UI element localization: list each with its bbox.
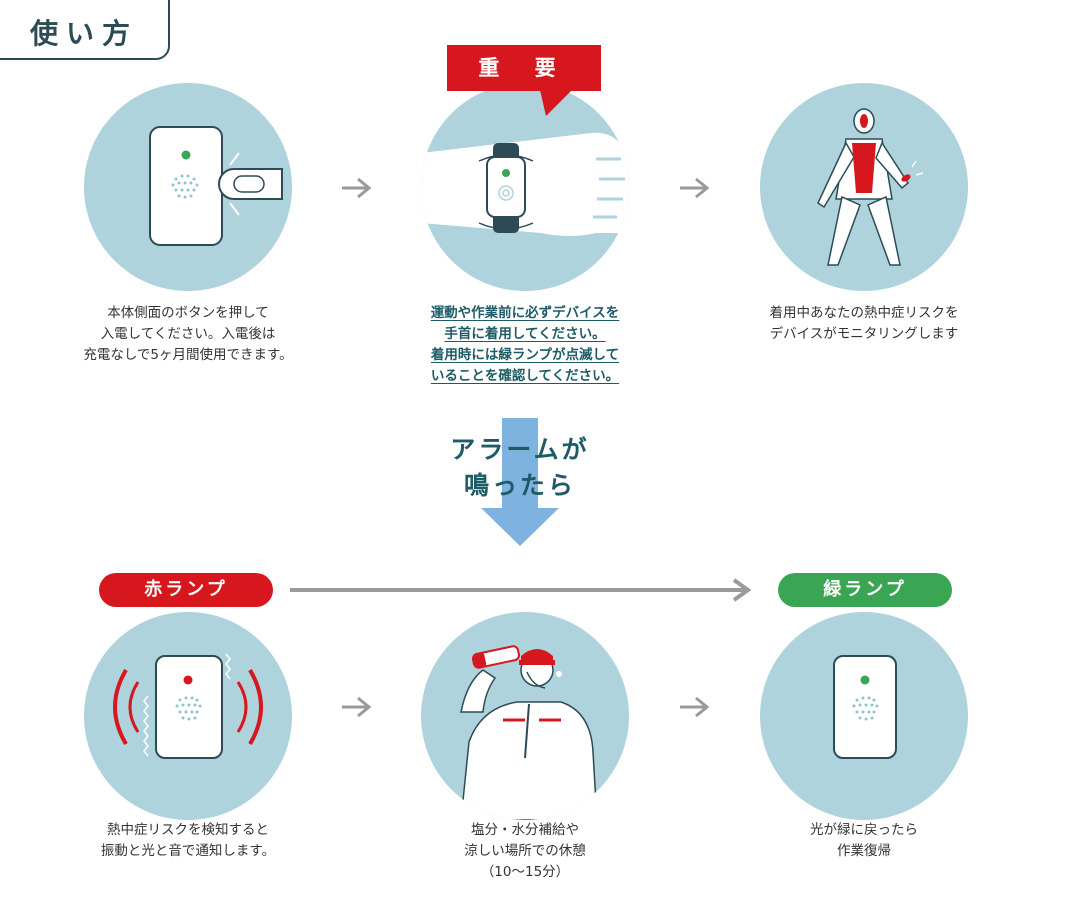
step4-illustration [84, 612, 292, 820]
step3-caption: 着用中あなたの熱中症リスクを デバイスがモニタリングします [769, 305, 959, 342]
important-badge: 重 要 [447, 45, 601, 91]
header-tab: 使い方 [0, 0, 170, 60]
page-title: 使い方 [30, 17, 139, 50]
red-lamp-label: 赤ランプ [99, 573, 273, 607]
arrow-step2-to-step3 [680, 177, 710, 199]
step1-caption: 本体側面のボタンを押して 入電してください。入電後は 充電なしで5ヶ月間使用でき… [83, 305, 293, 363]
step5-illustration [421, 612, 629, 820]
step6-caption: 光が緑に戻ったら 作業復帰 [810, 822, 918, 859]
step6-illustration [760, 612, 968, 820]
red-to-green-connector [290, 578, 752, 602]
step2-illustration [421, 83, 629, 291]
step3-illustration [760, 83, 968, 291]
down-arrow [481, 418, 559, 546]
arrow-step4-to-step5 [342, 696, 372, 718]
step4-caption: 熱中症リスクを検知すると 振動と光と音で通知します。 [100, 822, 276, 859]
arrow-step1-to-step2 [342, 177, 372, 199]
green-lamp-label: 緑ランプ [778, 573, 952, 607]
step5-caption: 塩分・水分補給や 涼しい場所での休憩 （10〜15分） [464, 822, 586, 880]
step1-illustration [84, 83, 292, 291]
arrow-step5-to-step6 [680, 696, 710, 718]
step2-caption: 運動や作業前に必ずデバイスを 手首に着用してください。 着用時には緑ランプが点滅… [430, 305, 620, 384]
important-badge-pointer [540, 90, 572, 116]
alarm-heading: アラームが 鳴ったら [450, 435, 590, 500]
